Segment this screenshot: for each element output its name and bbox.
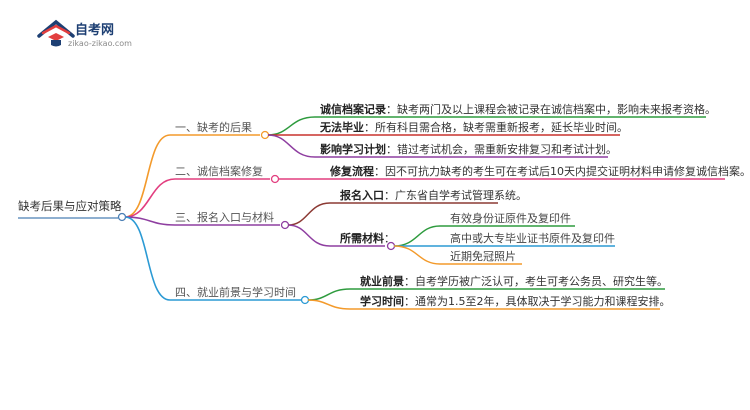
- logo-subtitle: zikao-zikao.com: [68, 39, 132, 48]
- material-item: 有效身份证原件及复印件: [450, 212, 571, 225]
- root-node-dot: [117, 212, 127, 222]
- node-career-prospects: 就业前景：自考学历被广泛认可，考生可考公务员、研究生等。: [360, 275, 668, 289]
- node-title: 学习时间: [360, 295, 404, 308]
- node-title: 无法毕业: [320, 121, 364, 134]
- material-item: 高中或大专毕业证书原件及复印件: [450, 232, 615, 245]
- node-text: ：自考学历被广泛认可，考生可考公务员、研究生等。: [404, 275, 668, 288]
- node-registration-entry: 报名入口：广东省自学考试管理系统。: [340, 189, 527, 203]
- node-cannot-graduate: 无法毕业：所有科目需合格，缺考需重新报考，延长毕业时间。: [320, 121, 628, 135]
- node-title: 影响学习计划: [320, 143, 386, 156]
- branch-2-link: [124, 178, 270, 218]
- branch-3-link: [124, 216, 280, 226]
- node-study-duration: 学习时间：通常为1.5至2年，具体取决于学习能力和课程安排。: [360, 295, 671, 309]
- logo-title: 自考网: [75, 23, 115, 38]
- node-study-plan: 影响学习计划：错过考试机会，需重新安排复习和考试计划。: [320, 143, 617, 157]
- branch-1-link: [124, 134, 260, 218]
- node-required-materials: 所需材料：: [340, 232, 395, 246]
- branch-4-label: 四、就业前景与学习时间: [175, 286, 296, 299]
- node-text: ：广东省自学考试管理系统。: [384, 189, 527, 202]
- logo-icon: [37, 19, 75, 47]
- node-title: 报名入口: [340, 189, 384, 202]
- node-integrity-record: 诚信档案记录：缺考两门及以上课程会被记录在诚信档案中，影响未来报考资格。: [320, 103, 716, 117]
- node-text: ：通常为1.5至2年，具体取决于学习能力和课程安排。: [404, 295, 671, 308]
- root-label: 缺考后果与应对策略: [18, 199, 122, 213]
- node-text: ：所有科目需合格，缺考需重新报考，延长毕业时间。: [364, 121, 628, 134]
- logo: 自考网 zikao-zikao.com: [36, 14, 156, 54]
- node-title: 修复流程: [330, 165, 374, 178]
- node-repair-process: 修复流程：因不可抗力缺考的考生可在考试后10天内提交证明材料申请修复诚信档案。: [330, 165, 750, 179]
- branch-4-link: [124, 216, 302, 301]
- node-text: ：错过考试机会，需重新安排复习和考试计划。: [386, 143, 617, 156]
- branch-2-label: 二、诚信档案修复: [175, 165, 263, 178]
- node-text: ：缺考两门及以上课程会被记录在诚信档案中，影响未来报考资格。: [386, 103, 716, 116]
- node-title: 所需材料: [340, 232, 384, 245]
- node-title: 就业前景: [360, 275, 404, 288]
- node-title: 诚信档案记录: [320, 103, 386, 116]
- node-text: ：因不可抗力缺考的考生可在考试后10天内提交证明材料申请修复诚信档案。: [374, 165, 750, 178]
- branch-3-label: 三、报名入口与材料: [175, 211, 274, 224]
- node-text: ：: [384, 232, 395, 245]
- branch-1-label: 一、缺考的后果: [175, 121, 252, 134]
- material-item: 近期免冠照片: [450, 250, 516, 263]
